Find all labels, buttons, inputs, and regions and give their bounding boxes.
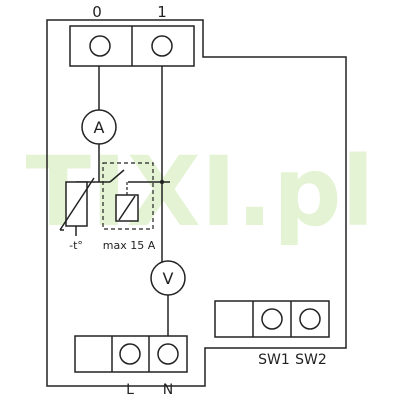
sensor-label: -t° bbox=[69, 239, 83, 252]
thermistor-icon bbox=[59, 177, 95, 236]
screw-terminal-icon bbox=[261, 308, 283, 330]
bottom-terminal-frame bbox=[74, 335, 188, 373]
terminal-label-l: L bbox=[126, 382, 134, 398]
voltmeter-label: V bbox=[163, 269, 174, 288]
screw-terminal-icon bbox=[119, 343, 141, 365]
switch-terminal-frame bbox=[214, 300, 330, 338]
ammeter-icon: A bbox=[81, 109, 117, 145]
terminal-label-sw1: SW1 bbox=[258, 352, 290, 368]
voltmeter-icon: V bbox=[150, 260, 186, 296]
relay-block bbox=[102, 162, 154, 230]
device-outline bbox=[46, 19, 347, 387]
ammeter-label: A bbox=[94, 118, 105, 137]
relay-coil-icon bbox=[115, 182, 139, 222]
terminal-label-1: 1 bbox=[157, 3, 167, 21]
junction-dot bbox=[159, 179, 165, 185]
switch-contact bbox=[109, 169, 125, 183]
bottom-terminal-block bbox=[74, 335, 188, 373]
screw-terminal-icon bbox=[89, 35, 111, 57]
screw-terminal-icon bbox=[157, 343, 179, 365]
relay-enclosure bbox=[102, 162, 154, 230]
terminal-label-n: N bbox=[163, 382, 173, 398]
switch-terminal-block bbox=[214, 300, 330, 338]
terminal-label-0: 0 bbox=[92, 3, 102, 21]
screw-terminal-icon bbox=[299, 308, 321, 330]
terminal-label-sw2: SW2 bbox=[295, 352, 327, 368]
top-terminal-block bbox=[69, 25, 195, 67]
screw-terminal-icon bbox=[151, 35, 173, 57]
wiring bbox=[76, 66, 170, 336]
relay-label: max 15 A bbox=[103, 239, 156, 252]
